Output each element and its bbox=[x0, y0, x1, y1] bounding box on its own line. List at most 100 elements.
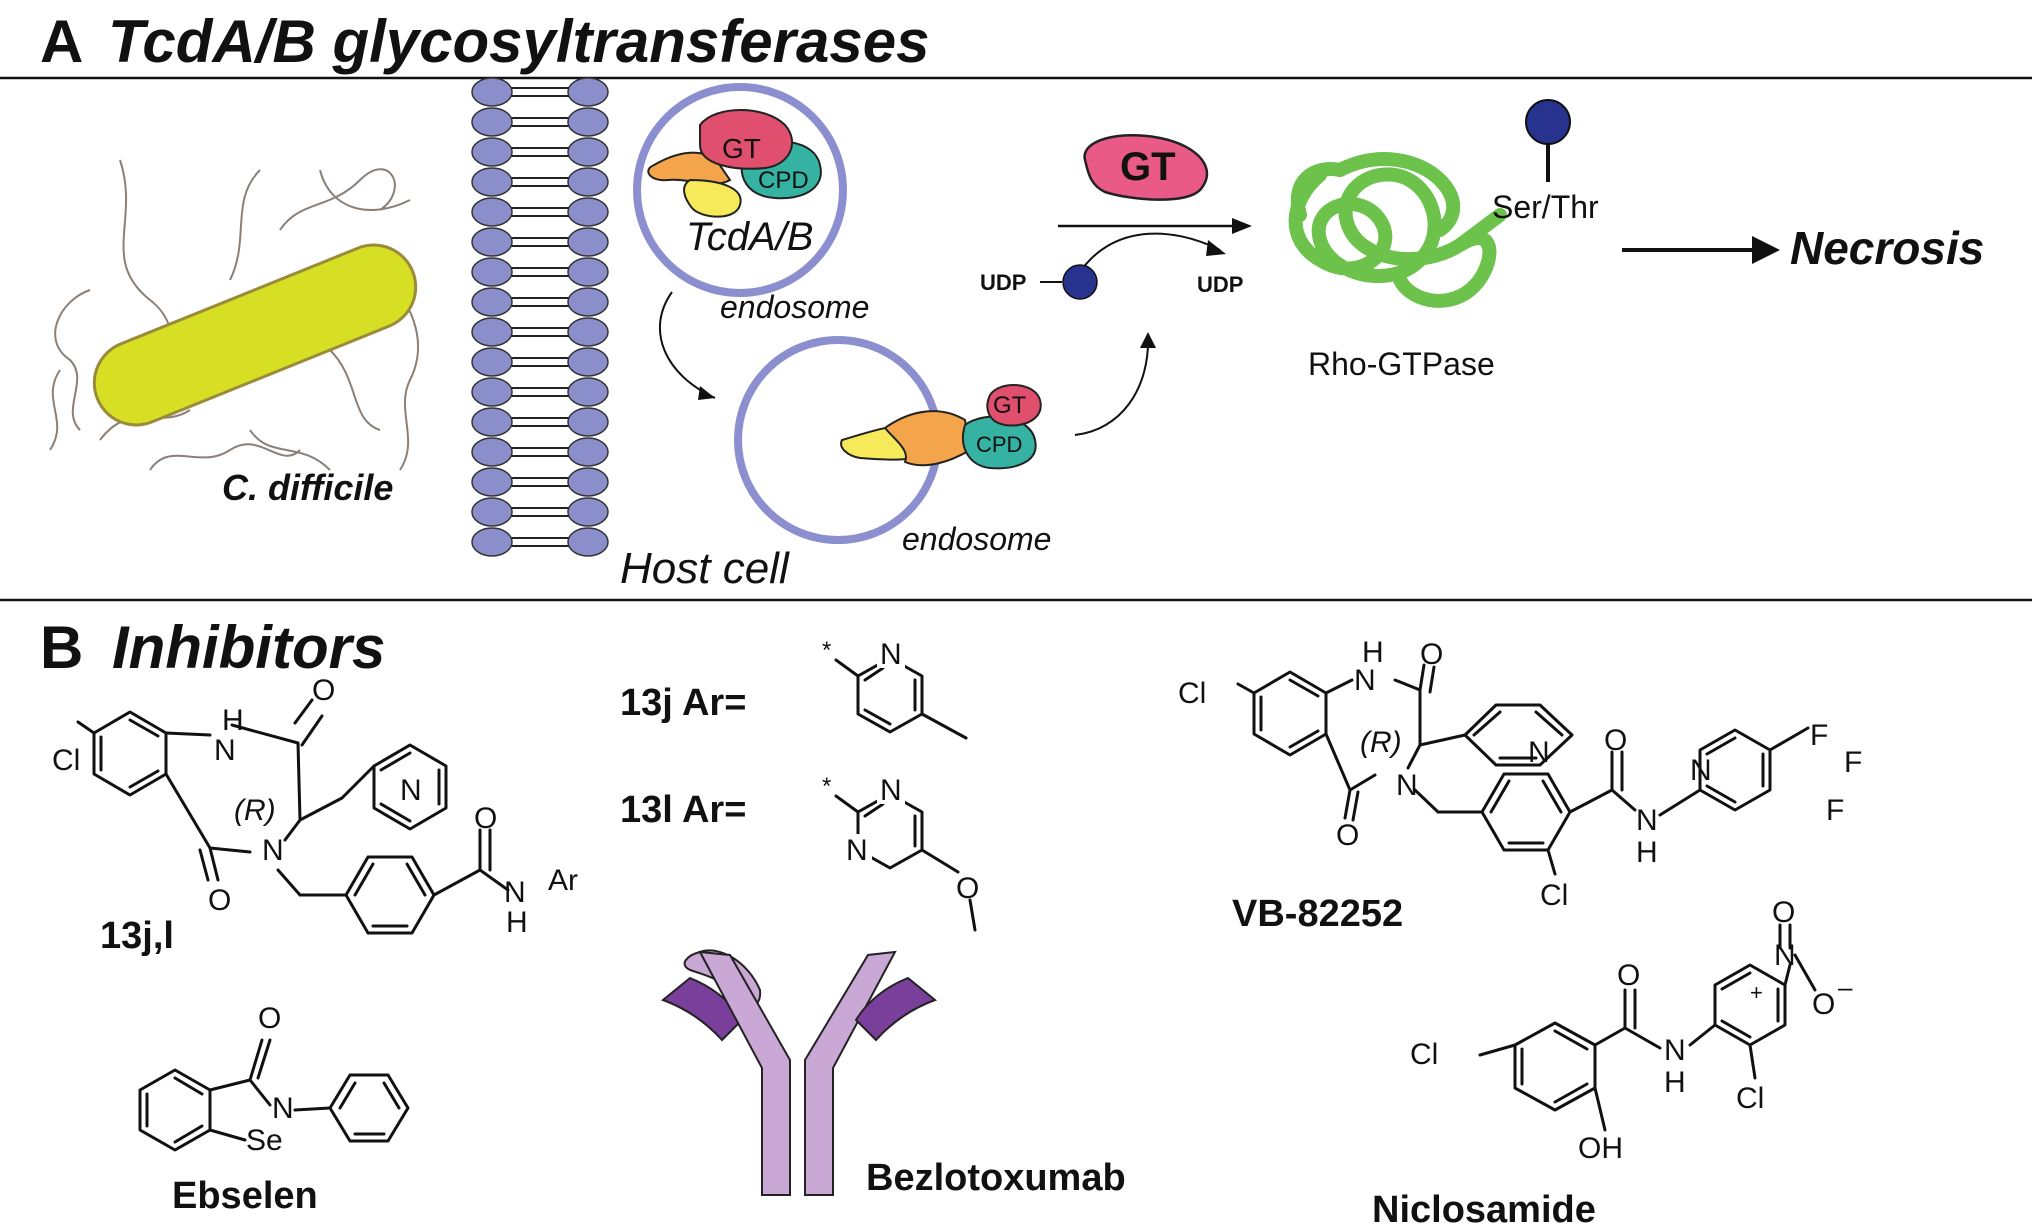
vb-atom-h1: H bbox=[1362, 636, 1384, 669]
lipid-head bbox=[567, 197, 609, 227]
toxin-1-gt-label: GT bbox=[722, 133, 761, 164]
ar-13j-structure bbox=[834, 656, 968, 740]
vb-82252-name: VB-82252 bbox=[1232, 893, 1403, 935]
compound-13jl-name: 13j,l bbox=[100, 915, 174, 957]
nic-atom-cl1: Cl bbox=[1410, 1038, 1438, 1071]
compound-13jl-atoms: Cl H N O N O N O N H Ar (R) bbox=[52, 674, 578, 939]
ar-13j-star: * bbox=[822, 637, 831, 664]
13jl-atom-o3: O bbox=[474, 802, 497, 835]
udp-sugar-label: UDP bbox=[980, 270, 1026, 295]
lipid-head bbox=[567, 167, 609, 197]
13jl-atom-n2: N bbox=[262, 834, 284, 867]
bacterium-label: C. difficile bbox=[222, 467, 393, 508]
bacterium-body bbox=[92, 243, 418, 427]
sugar-donor-icon bbox=[1062, 264, 1098, 300]
niclosamide-name: Niclosamide bbox=[1372, 1189, 1596, 1226]
vb-atom-n2: N bbox=[1396, 769, 1418, 802]
lipid-head bbox=[567, 527, 609, 557]
toxin-2-gt-label: GT bbox=[993, 392, 1027, 419]
vb-atom-f1: F bbox=[1810, 719, 1828, 752]
ebselen-atoms: O N Se bbox=[246, 1002, 294, 1157]
lipid-head bbox=[471, 257, 513, 287]
lipid-head bbox=[567, 317, 609, 347]
13jl-atom-ar: Ar bbox=[548, 864, 578, 897]
13jl-atom-n-pyr: N bbox=[400, 774, 422, 807]
lipid-head bbox=[471, 377, 513, 407]
endosome-1-label: endosome bbox=[720, 289, 869, 325]
toxin-1-cpd-label: CPD bbox=[758, 167, 809, 194]
lipid-head bbox=[567, 437, 609, 467]
vb-atom-o2: O bbox=[1336, 819, 1359, 852]
panel-b-title: Inhibitors bbox=[112, 614, 385, 681]
gt-enzyme bbox=[1083, 134, 1209, 201]
ebselen-name: Ebselen bbox=[172, 1175, 318, 1217]
lipid-head bbox=[471, 497, 513, 527]
ebselen-atom-o: O bbox=[258, 1002, 281, 1035]
lipid-head bbox=[471, 137, 513, 167]
lipid-head bbox=[567, 77, 609, 107]
vb-atom-h2: H bbox=[1636, 836, 1658, 869]
rho-gtpase-icon bbox=[1288, 152, 1507, 308]
nic-atom-o-nitro2: O bbox=[1812, 988, 1835, 1021]
13jl-atom-n1: N bbox=[214, 734, 236, 767]
13jl-atom-n3: N bbox=[504, 876, 526, 909]
lipid-head bbox=[567, 227, 609, 257]
13jl-atom-o1: O bbox=[312, 674, 335, 707]
lipid-head bbox=[567, 407, 609, 437]
nic-atom-o-nitro1: O bbox=[1772, 896, 1795, 929]
nic-atom-n: N bbox=[1664, 1034, 1686, 1067]
substrate-label: Rho-GTPase bbox=[1308, 346, 1495, 382]
13jl-stereo: (R) bbox=[234, 794, 276, 827]
nic-charge-plus: + bbox=[1750, 980, 1763, 1005]
vb-atom-o1: O bbox=[1420, 638, 1443, 671]
ar-13j-atom-n: N bbox=[880, 638, 902, 671]
toxin-label: TcdA/B bbox=[686, 215, 813, 259]
vb-atom-f2: F bbox=[1844, 746, 1862, 779]
antibody-name: Bezlotoxumab bbox=[866, 1157, 1126, 1199]
lipid-head bbox=[471, 317, 513, 347]
nic-atom-cl2: Cl bbox=[1736, 1082, 1764, 1115]
nic-atom-oh: OH bbox=[1578, 1132, 1623, 1165]
vb-atom-n-pyr: N bbox=[1528, 736, 1550, 769]
vb-atom-n3: N bbox=[1636, 804, 1658, 837]
ebselen-structure bbox=[138, 1038, 410, 1152]
nic-atom-o1: O bbox=[1617, 959, 1640, 992]
vb-82252-atoms: Cl H N O N N O Cl O N H N F F F (R) bbox=[1178, 636, 1862, 912]
toxin-complex-2: GT CPD bbox=[840, 383, 1042, 470]
host-membrane bbox=[471, 77, 609, 557]
ar-13l-atom-o: O bbox=[956, 872, 979, 905]
ar-13j-n-mask bbox=[877, 638, 905, 668]
vb-atom-f3: F bbox=[1826, 794, 1844, 827]
residue-label: Ser/Thr bbox=[1492, 189, 1599, 225]
antibody-icon bbox=[661, 949, 937, 1196]
toxin-complex-1: GT CPD bbox=[647, 109, 822, 218]
panel-b-letter: B bbox=[40, 614, 83, 681]
panel-a-letter: A bbox=[40, 8, 83, 75]
13jl-atom-o2: O bbox=[208, 884, 231, 917]
lipid-head bbox=[471, 107, 513, 137]
ar-13l-atom-n1: N bbox=[880, 774, 902, 807]
vb-82252-structure bbox=[1236, 663, 1810, 876]
toxin-2-cpd-label: CPD bbox=[976, 432, 1022, 457]
lipid-head bbox=[471, 437, 513, 467]
nic-atom-h: H bbox=[1664, 1066, 1686, 1099]
ar-13l-label: 13l Ar= bbox=[620, 789, 746, 831]
gt-enzyme-label: GT bbox=[1120, 145, 1176, 189]
lipid-head bbox=[471, 347, 513, 377]
13jl-atom-h2: H bbox=[506, 906, 528, 939]
niclosamide-structure bbox=[1478, 923, 1817, 1132]
lipid-head bbox=[471, 527, 513, 557]
13jl-atom-h: H bbox=[222, 704, 244, 737]
vb-atom-cl2: Cl bbox=[1540, 879, 1568, 912]
lipid-head bbox=[471, 287, 513, 317]
vb-atom-cl1: Cl bbox=[1178, 677, 1206, 710]
lipid-head bbox=[471, 167, 513, 197]
vb-atom-n1: N bbox=[1354, 664, 1376, 697]
lipid-head bbox=[567, 497, 609, 527]
lipid-head bbox=[567, 107, 609, 137]
vb-stereo: (R) bbox=[1360, 726, 1402, 759]
panel-a-title: TcdA/B glycosyltransferases bbox=[108, 8, 929, 75]
lipid-head bbox=[471, 467, 513, 497]
ebselen-atom-n: N bbox=[272, 1092, 294, 1125]
